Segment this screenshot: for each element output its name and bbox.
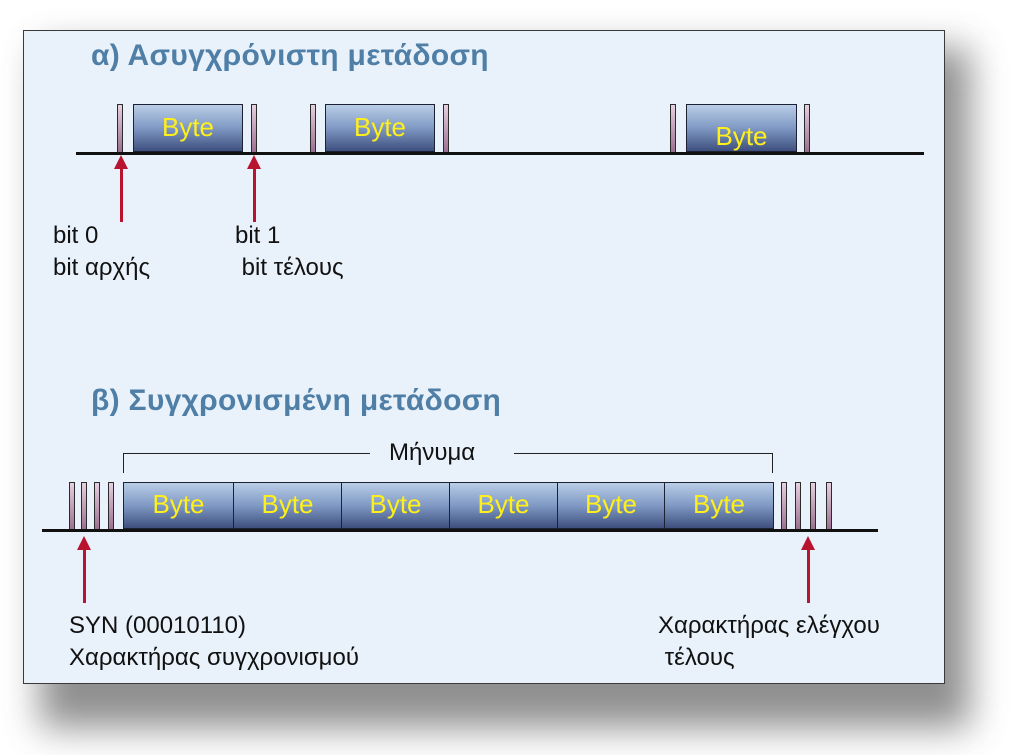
message-label: Μήνυμα xyxy=(389,439,476,466)
stop-bit xyxy=(251,104,257,152)
check-bit xyxy=(810,482,816,529)
syn-bit xyxy=(69,482,75,529)
start-bit-arrow-head xyxy=(114,155,128,169)
check-bit xyxy=(826,482,832,529)
syn-arrow-head xyxy=(77,536,91,550)
message-bracket-line xyxy=(514,453,772,454)
stop-bit-arrow xyxy=(253,167,256,222)
check-caption: Χαρακτήρας ελέγχου xyxy=(658,612,880,639)
message-bracket-line xyxy=(123,453,370,454)
async-transmission-line xyxy=(76,152,924,155)
check-bit xyxy=(795,482,801,529)
stop-bit-caption: bit τέλους xyxy=(235,254,344,281)
message-byte: Byte xyxy=(123,482,234,529)
start-bit xyxy=(310,104,316,152)
async-heading: α) Ασυγχρόνιστη μετάδοση xyxy=(91,39,489,72)
async-byte: Byte xyxy=(686,104,797,152)
syn-arrow xyxy=(83,548,86,603)
message-byte: Byte xyxy=(233,482,342,529)
start-bit-caption: bit αρχής xyxy=(53,254,151,281)
syn-bit xyxy=(81,482,87,529)
sync-heading: β) Συγχρονισμένη μετάδοση xyxy=(91,384,502,417)
message-bracket-left xyxy=(123,453,124,473)
diagram-panel: α) Ασυγχρόνιστη μετάδοση Byte Byte Byte … xyxy=(23,30,945,684)
async-byte: Byte xyxy=(325,104,435,152)
check-arrow-head xyxy=(801,536,815,550)
message-bracket-right xyxy=(772,453,773,473)
syn-caption: Χαρακτήρας συγχρονισμού xyxy=(69,644,359,671)
start-bit-value: bit 0 xyxy=(53,222,99,249)
start-bit xyxy=(670,104,676,152)
stop-bit-arrow-head xyxy=(247,155,261,169)
message-byte: Byte xyxy=(557,482,665,529)
check-arrow xyxy=(807,548,810,603)
check-bit xyxy=(781,482,787,529)
message-byte: Byte xyxy=(449,482,558,529)
start-bit-arrow xyxy=(120,167,123,222)
check-caption-end: τέλους xyxy=(658,644,735,671)
syn-code: SYN (00010110) xyxy=(69,612,246,639)
async-byte: Byte xyxy=(133,104,243,152)
stop-bit xyxy=(443,104,449,152)
message-byte: Byte xyxy=(341,482,450,529)
start-bit xyxy=(117,104,123,152)
message-byte: Byte xyxy=(664,482,774,529)
syn-bit xyxy=(108,482,114,529)
stop-bit xyxy=(804,104,810,152)
stop-bit-value: bit 1 xyxy=(235,222,281,249)
sync-transmission-line xyxy=(42,529,878,532)
syn-bit xyxy=(94,482,100,529)
